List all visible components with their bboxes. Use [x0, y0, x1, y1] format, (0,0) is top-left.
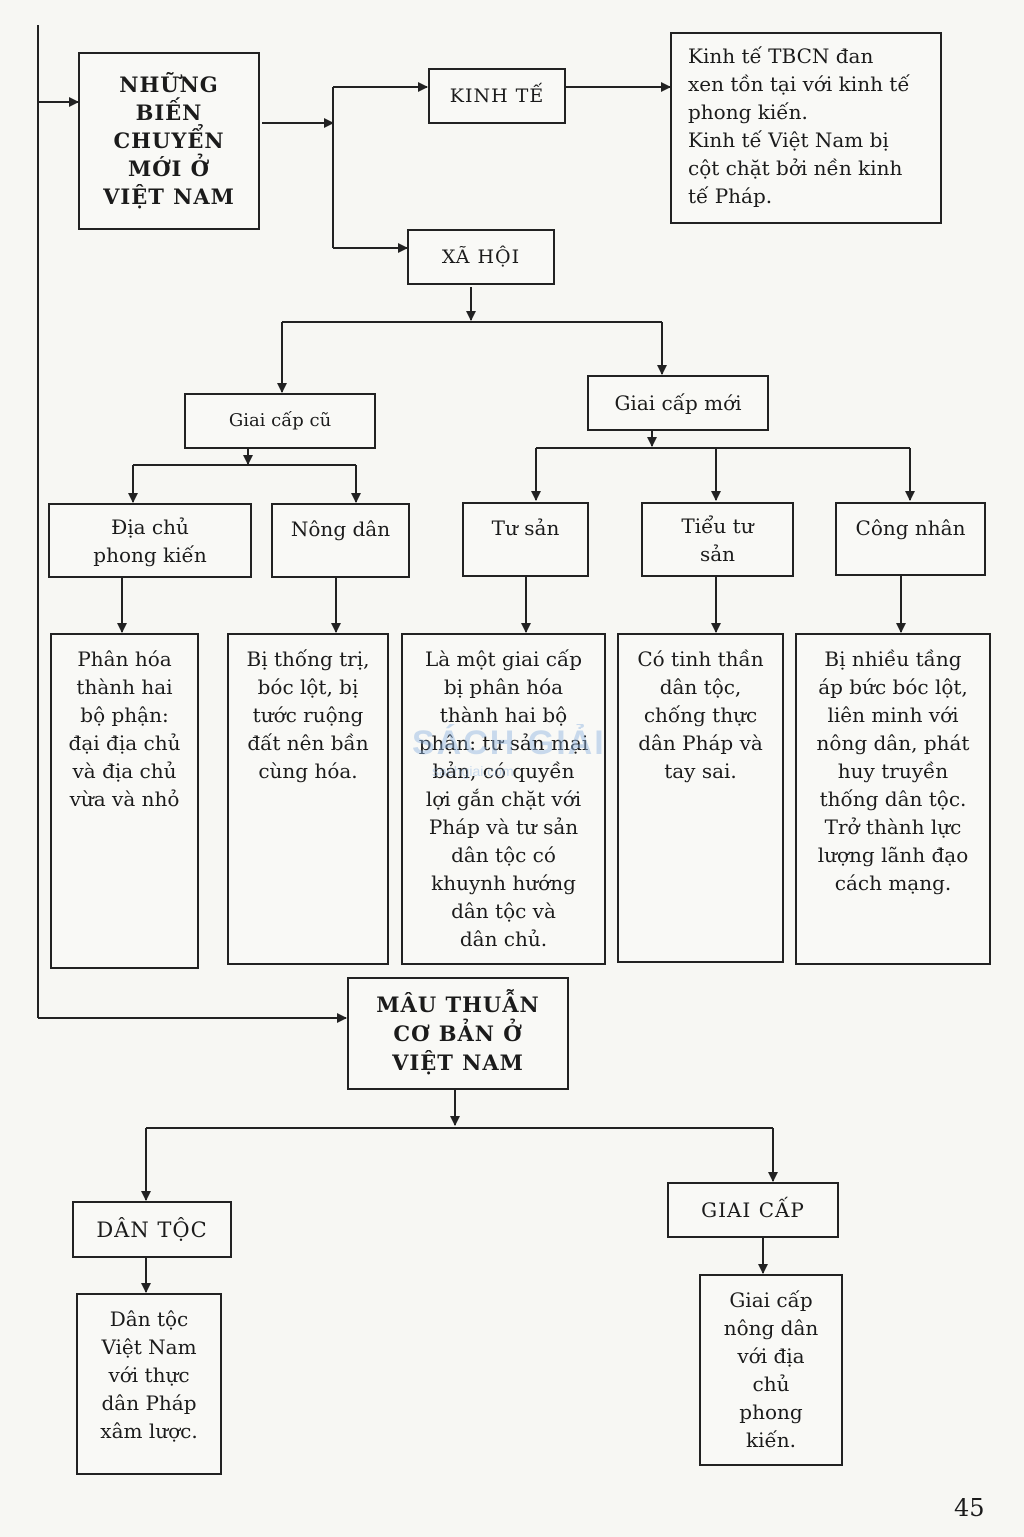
contradiction-label: MÂU THUẪN CƠ BẢN Ở VIỆT NAM	[376, 992, 540, 1075]
landlord-detail: Phân hóa thành hai bộ phận: đại địa chủ …	[68, 647, 181, 811]
contradiction-box: MÂU THUẪN CƠ BẢN Ở VIỆT NAM	[347, 977, 569, 1090]
root-label: NHỮNG BIẾN CHUYỂN MỚI Ở VIỆT NAM	[103, 72, 235, 209]
worker-detail: Bị nhiều tầng áp bức bóc lột, liên minh …	[816, 647, 970, 895]
peasant-box: Nông dân	[271, 503, 410, 578]
landlord-box: Địa chủ phong kiến	[48, 503, 252, 578]
worker-label: Công nhân	[855, 516, 966, 540]
old-class-box: Giai cấp cũ	[184, 393, 376, 449]
bourgeois-detail-box: Là một giai cấp bị phân hóa thành hai bộ…	[401, 633, 606, 965]
class-label: GIAI CẤP	[701, 1198, 805, 1222]
bourgeois-detail: Là một giai cấp bị phân hóa thành hai bộ…	[418, 647, 589, 951]
old-class-label: Giai cấp cũ	[228, 410, 332, 431]
national-detail: Dân tộc Việt Nam với thực dân Pháp xâm l…	[100, 1307, 198, 1443]
petty-bourgeois-detail-box: Có tinh thần dân tộc, chống thực dân Phá…	[617, 633, 784, 963]
class-detail: Giai cấp nông dân với địa chủ phong kiến…	[723, 1288, 819, 1452]
worker-box: Công nhân	[835, 502, 986, 576]
class-detail-box: Giai cấp nông dân với địa chủ phong kiến…	[699, 1274, 843, 1466]
economy-label: KINH TẾ	[449, 85, 545, 107]
petty-bourgeois-label: Tiểu tư sản	[681, 513, 754, 566]
national-detail-box: Dân tộc Việt Nam với thực dân Pháp xâm l…	[76, 1293, 222, 1475]
economy-detail: Kinh tế TBCN đan xen tồn tại với kinh tế…	[688, 44, 910, 208]
new-class-box: Giai cấp mới	[587, 375, 769, 431]
landlord-label: Địa chủ phong kiến	[93, 514, 207, 567]
peasant-detail-box: Bị thống trị, bóc lột, bị tước ruộng đất…	[227, 633, 389, 965]
petty-bourgeois-box: Tiểu tư sản	[641, 502, 794, 577]
national-box: DÂN TỘC	[72, 1201, 232, 1258]
petty-bourgeois-detail: Có tinh thần dân tộc, chống thực dân Phá…	[637, 647, 764, 783]
national-label: DÂN TỘC	[96, 1217, 208, 1242]
peasant-label: Nông dân	[290, 517, 391, 541]
economy-box: KINH TẾ	[428, 68, 566, 124]
society-label: XÃ HỘI	[441, 246, 521, 268]
new-class-label: Giai cấp mới	[614, 391, 742, 415]
worker-detail-box: Bị nhiều tầng áp bức bóc lột, liên minh …	[795, 633, 991, 965]
economy-detail-box: Kinh tế TBCN đan xen tồn tại với kinh tế…	[670, 32, 942, 224]
class-box: GIAI CẤP	[667, 1182, 839, 1238]
peasant-detail: Bị thống trị, bóc lột, bị tước ruộng đất…	[246, 647, 370, 783]
bourgeois-label: Tư sản	[491, 516, 560, 540]
society-box: XÃ HỘI	[407, 229, 555, 285]
bourgeois-box: Tư sản	[462, 502, 589, 577]
page-number: 45	[954, 1494, 985, 1522]
landlord-detail-box: Phân hóa thành hai bộ phận: đại địa chủ …	[50, 633, 199, 969]
root-box: NHỮNG BIẾN CHUYỂN MỚI Ở VIỆT NAM	[78, 52, 260, 230]
